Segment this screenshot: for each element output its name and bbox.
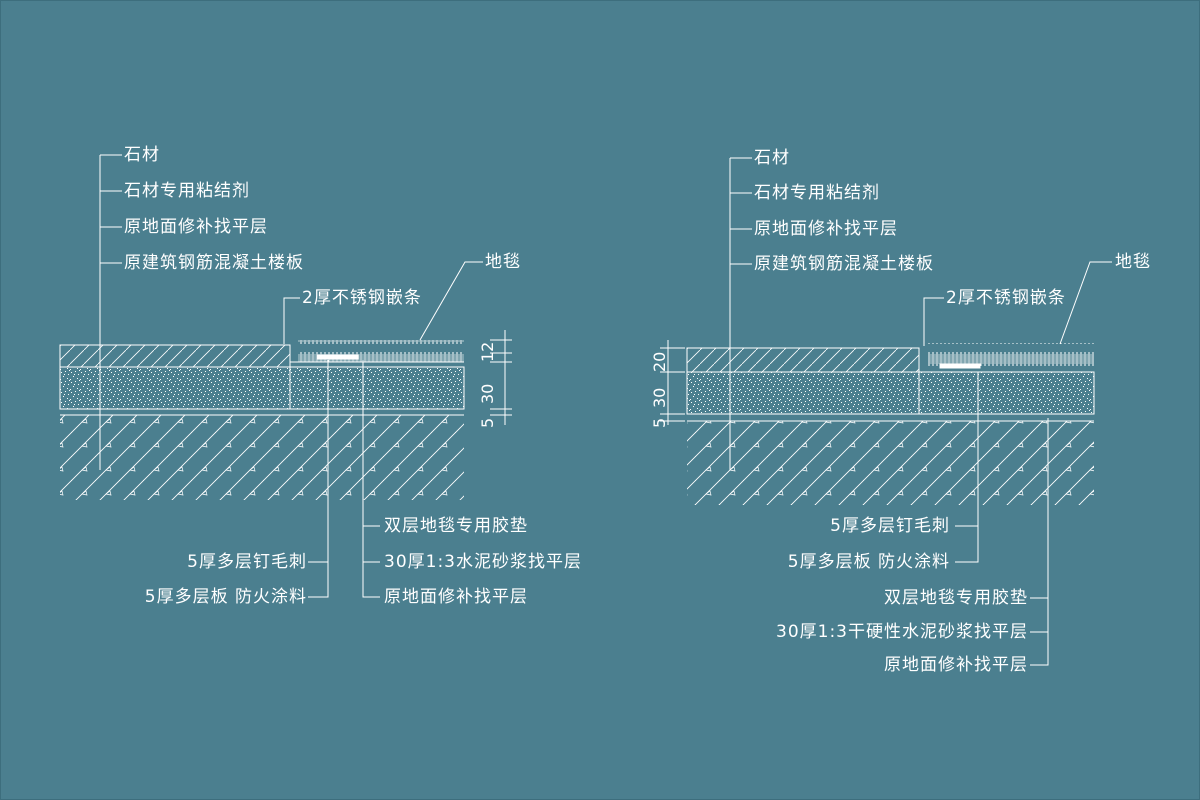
left-label-carpet-pad: 双层地毯专用胶垫: [384, 516, 528, 536]
left-label-base-leveling: 原地面修补找平层: [384, 587, 528, 607]
left-label-leveling-layer: 原地面修补找平层: [124, 217, 268, 237]
right-label-concrete-slab: 原建筑钢筋混凝土楼板: [754, 254, 934, 274]
right-label-dry-mortar: 30厚1:3干硬性水泥砂浆找平层: [776, 622, 1028, 642]
right-label-base-leveling: 原地面修补找平层: [884, 655, 1028, 675]
left-label-stone-adhesive: 石材专用粘结剂: [124, 181, 250, 201]
left-dim-30: 30: [478, 383, 497, 404]
left-label-concrete-slab: 原建筑钢筋混凝土楼板: [124, 253, 304, 273]
right-dim-30: 30: [650, 387, 669, 408]
right-dim-20: 20: [650, 351, 669, 372]
right-label-plywood: 5厚多层板 防火涂料: [787, 552, 950, 572]
left-dim-5: 5: [478, 417, 497, 428]
left-dim-12: 12: [478, 341, 497, 362]
left-label-mortar: 30厚1:3水泥砂浆找平层: [384, 552, 582, 572]
right-label-carpet-pad: 双层地毯专用胶垫: [884, 588, 1028, 608]
right-dim-5: 5: [650, 417, 669, 428]
right-label-steel-strip: 2厚不锈钢嵌条: [946, 288, 1066, 308]
right-label-nail-strip: 5厚多层钉毛刺: [830, 516, 950, 536]
left-label-nail-strip: 5厚多层钉毛刺: [187, 552, 307, 572]
left-label-steel-strip: 2厚不锈钢嵌条: [302, 288, 422, 308]
left-section: [59, 154, 512, 598]
right-section: [660, 157, 1112, 666]
right-label-stone: 石材: [754, 148, 790, 168]
right-label-leveling-layer: 原地面修补找平层: [754, 219, 898, 239]
right-label-stone-adhesive: 石材专用粘结剂: [754, 183, 880, 203]
right-label-carpet: 地毯: [1115, 252, 1151, 272]
left-label-plywood: 5厚多层板 防火涂料: [144, 587, 307, 607]
left-label-stone: 石材: [124, 145, 160, 165]
left-label-carpet: 地毯: [485, 252, 521, 272]
